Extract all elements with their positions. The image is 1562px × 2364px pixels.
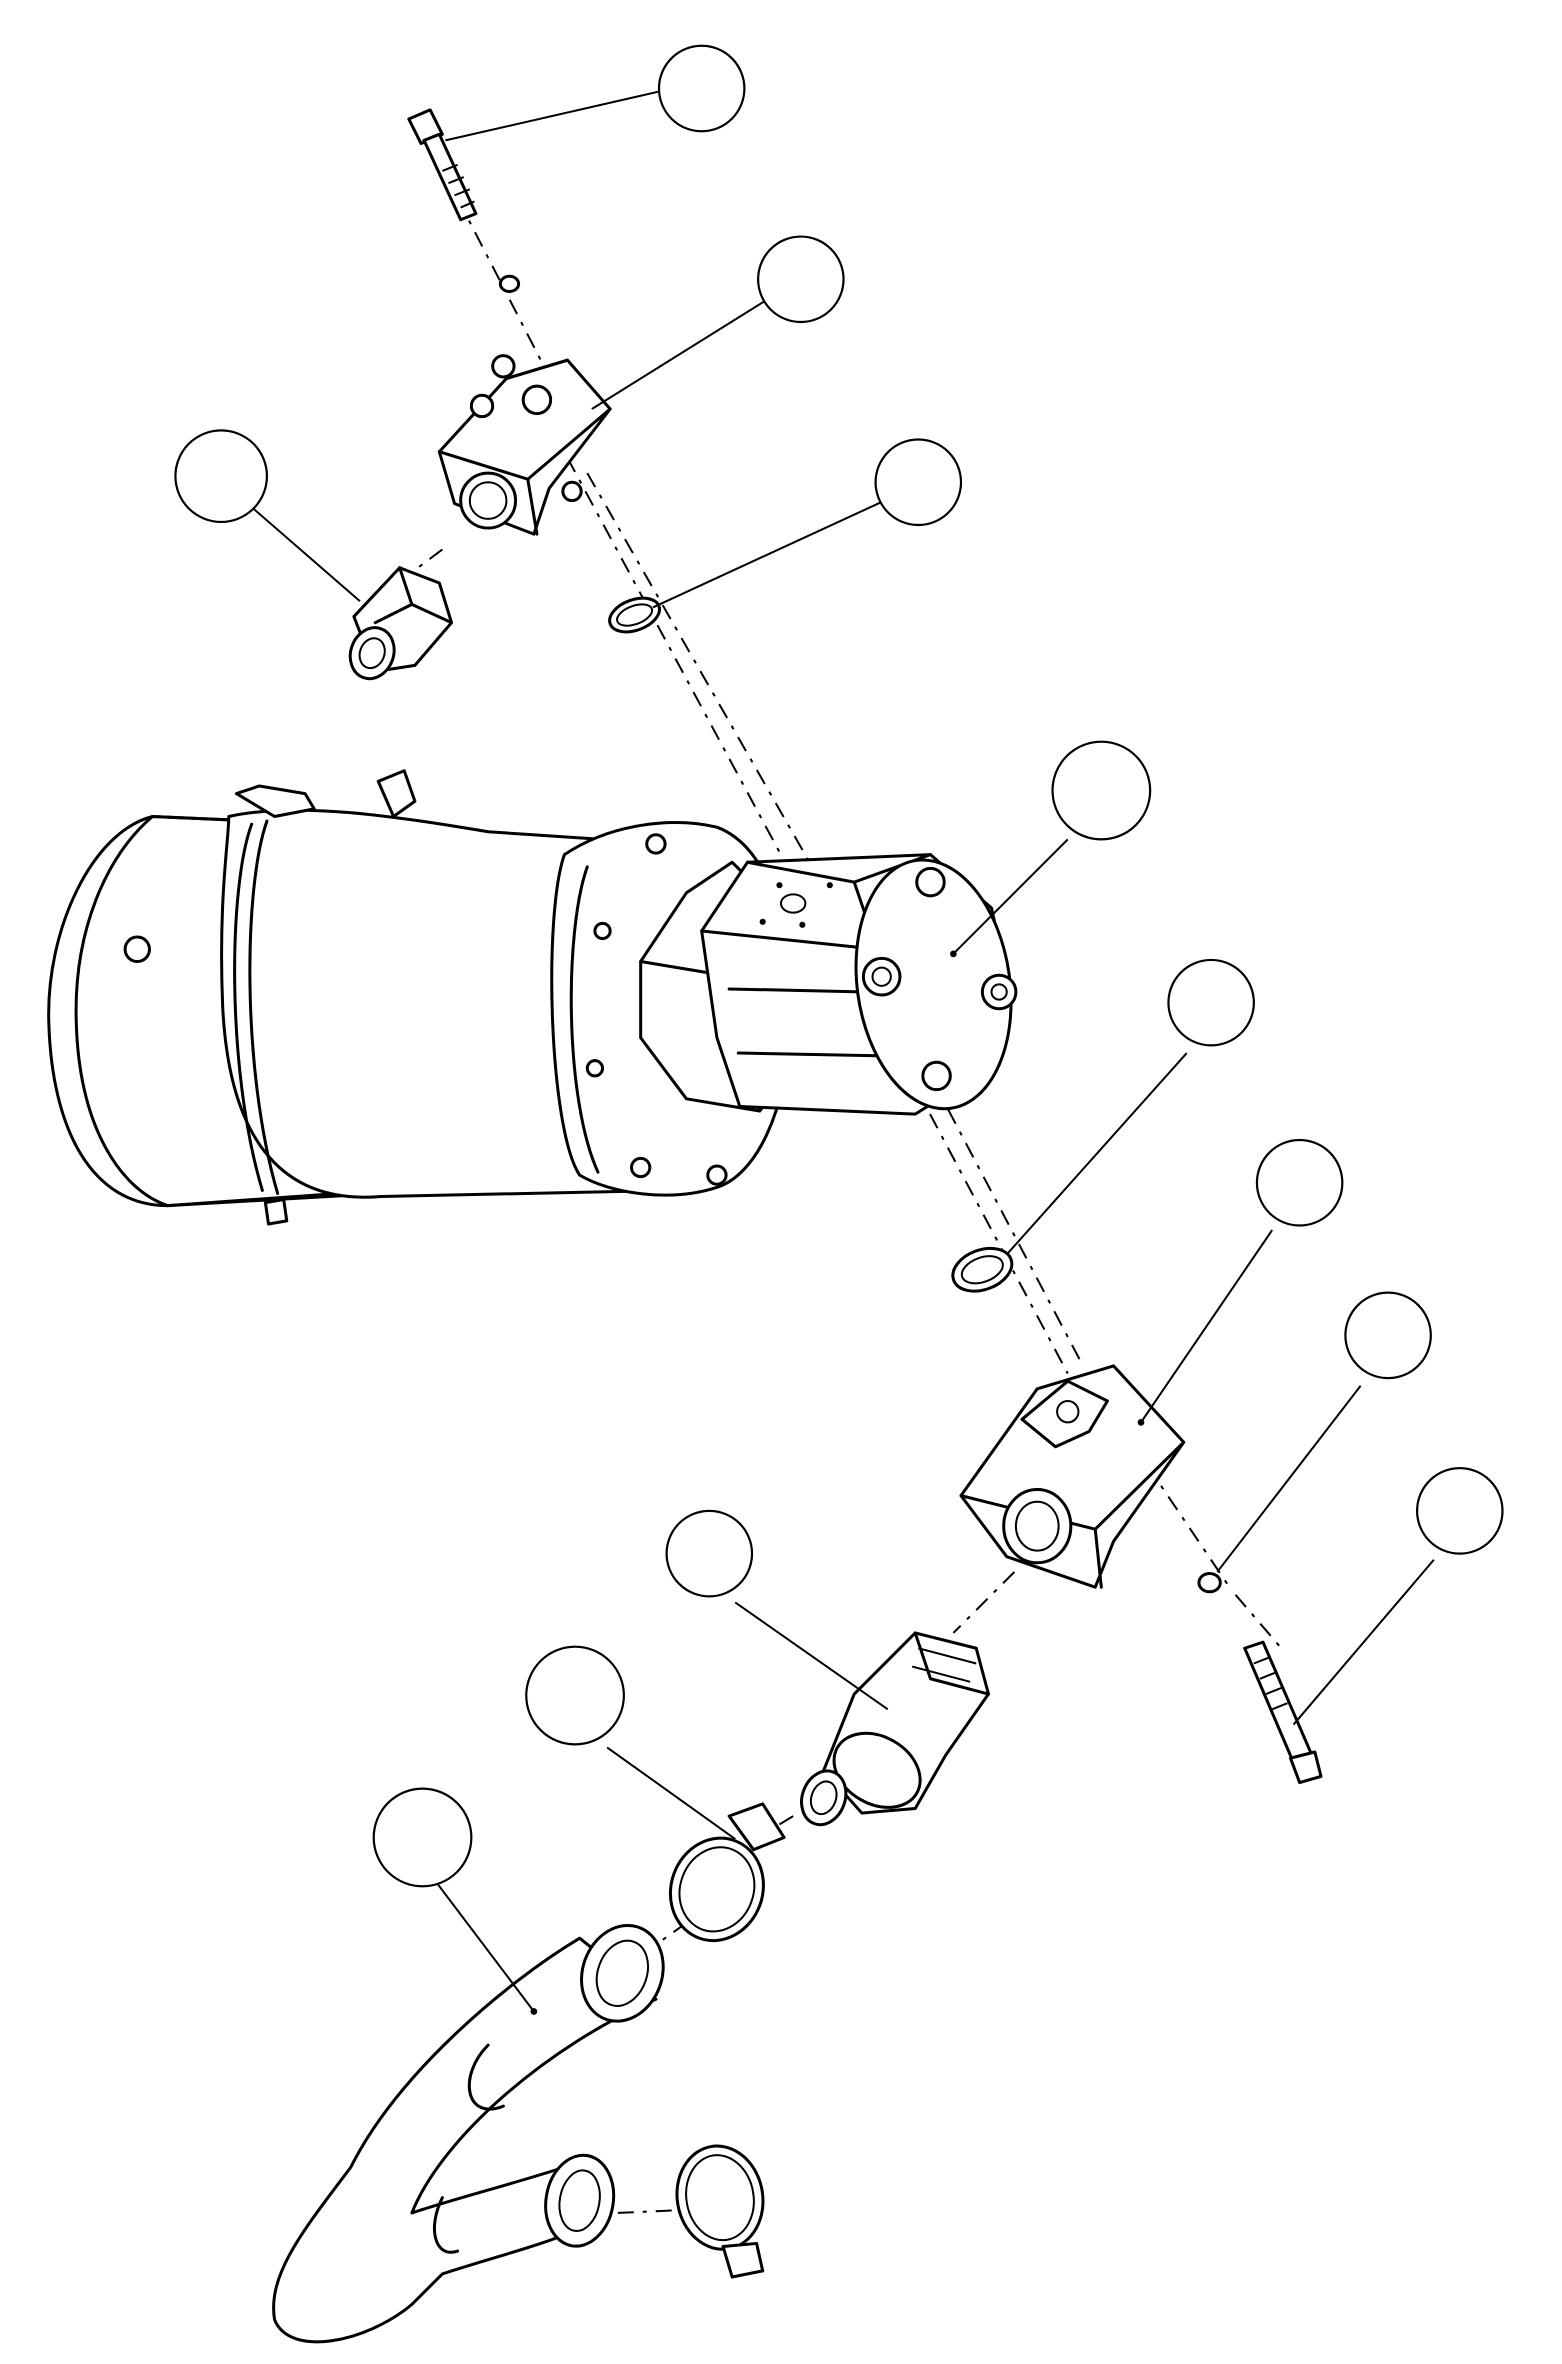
- hose-clamp-lower: [669, 2139, 771, 2277]
- elbow-fitting: [794, 1633, 988, 1831]
- balloon-upper-o-ring: [876, 440, 961, 525]
- lower-o-ring: [947, 1241, 1018, 1299]
- upper-o-ring: [605, 592, 664, 638]
- lower-valve-block: [961, 1366, 1184, 1587]
- motor-pump-assembly: [49, 771, 1027, 1224]
- lower-bolt: [1245, 1642, 1321, 1782]
- balloon-hose-clamp: [526, 1647, 624, 1745]
- hose: [274, 1914, 677, 2342]
- hose-clamp-upper: [656, 1804, 784, 1954]
- balloon-lower-bolt: [1417, 1468, 1502, 1553]
- balloon-upper-fitting: [175, 430, 267, 522]
- balloon-elbow-fitting: [667, 1511, 752, 1596]
- balloon-top-bolt: [659, 46, 744, 131]
- balloon-pump: [1053, 742, 1151, 840]
- lower-washer: [1199, 1573, 1220, 1591]
- upper-valve-block: [439, 356, 610, 535]
- top-bolt: [409, 110, 519, 292]
- balloon-upper-valve-block: [758, 237, 843, 322]
- upper-fitting: [343, 568, 451, 685]
- leader-lines: [244, 92, 1434, 2012]
- callout-balloons: [175, 46, 1502, 1887]
- balloon-hose: [374, 1789, 472, 1887]
- balloon-lower-o-ring: [1168, 960, 1253, 1045]
- balloon-lower-washer: [1345, 1293, 1430, 1378]
- balloon-lower-valve-block: [1257, 1140, 1342, 1225]
